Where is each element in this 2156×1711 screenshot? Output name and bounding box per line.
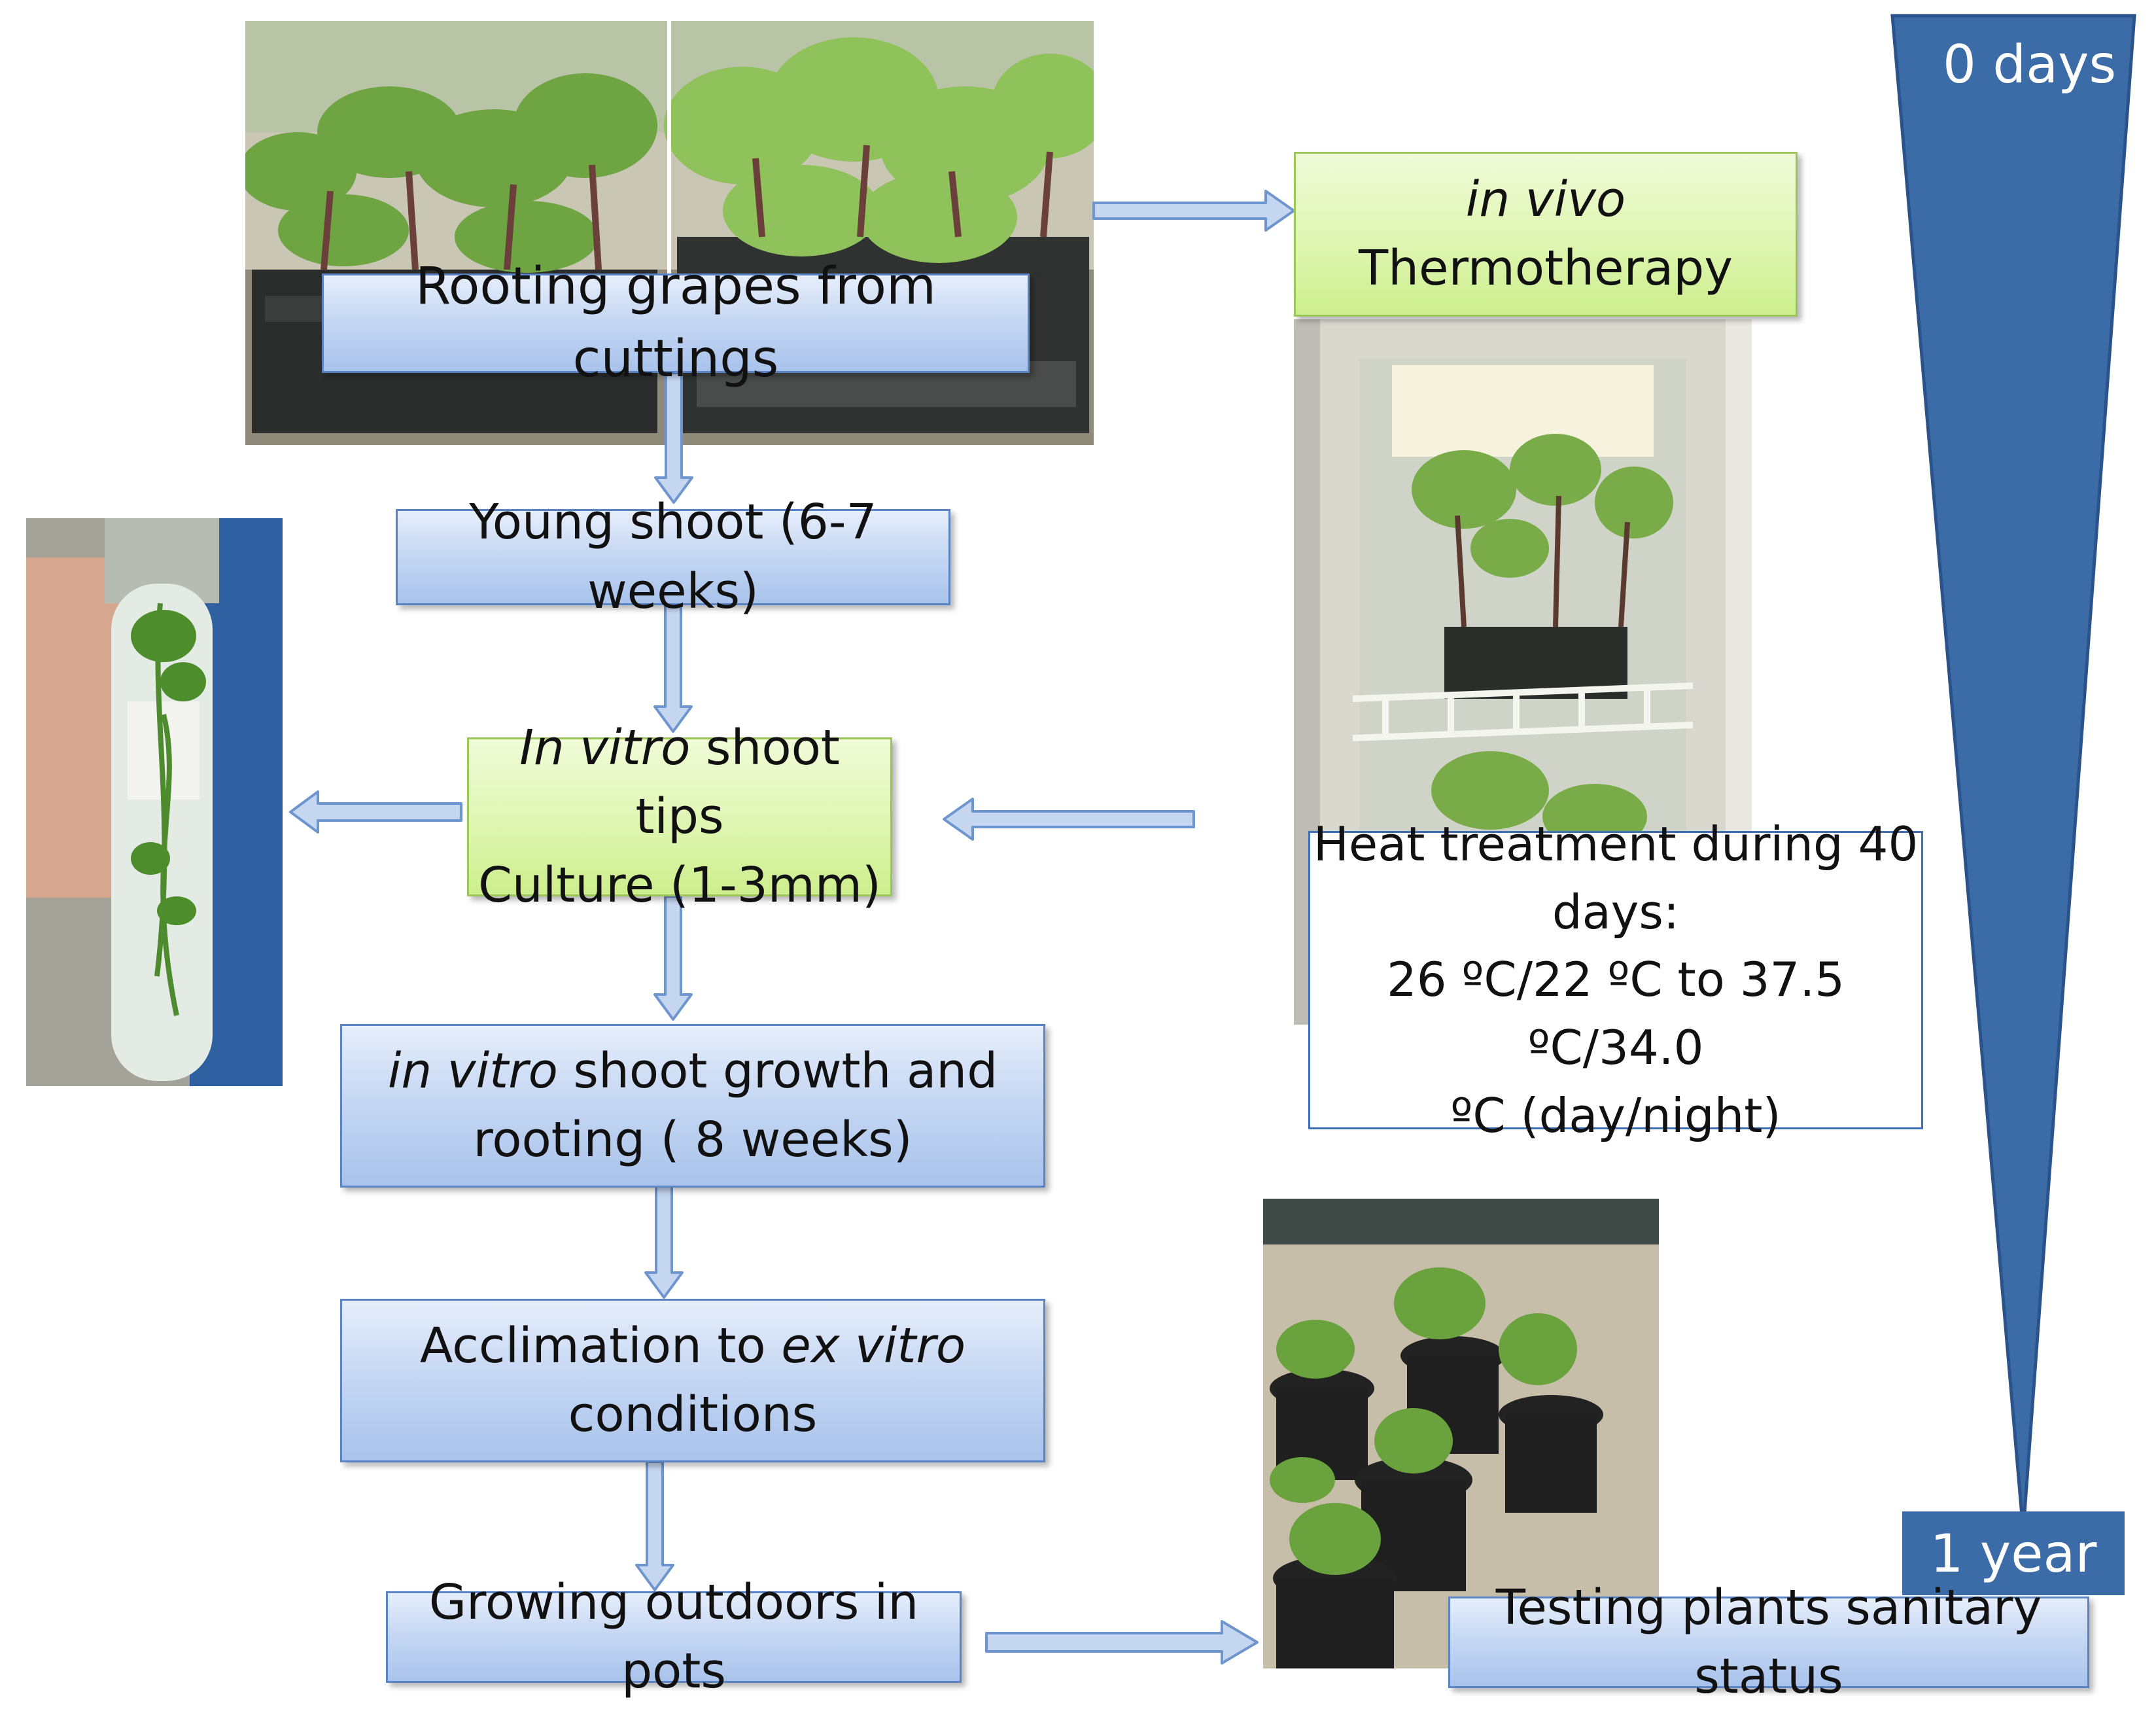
- acclimation-pre: Acclimation to: [419, 1317, 782, 1374]
- heat-treatment-box: Heat treatment during 40 days: 26 ºC/22 …: [1308, 817, 1923, 1143]
- potted-plants-photo: [1263, 1199, 1659, 1668]
- acclimation-line1: Acclimation to ex vitro: [420, 1312, 965, 1381]
- acclimation-line2: conditions: [568, 1386, 818, 1443]
- growth-line1: in vitro shoot growth and: [388, 1037, 998, 1106]
- arrow-acclimation-to-outdoors: [635, 1460, 674, 1591]
- in-vitro-tips-rest: shoot tips: [635, 719, 840, 845]
- arrow-young-shoot-to-tips: [653, 604, 693, 733]
- arrow-cuttings-to-in-vivo: [1092, 190, 1295, 232]
- rooting-label: Rooting grapes from cuttings: [415, 257, 936, 389]
- growth-rest: shoot growth and: [557, 1042, 998, 1099]
- timeline-end-label: 1 year: [1902, 1511, 2125, 1595]
- heat-line4: ºC (day/night): [1450, 1087, 1781, 1143]
- growth-line2: rooting ( 8 weeks): [473, 1112, 913, 1168]
- in-vitro-tips-italic: In vitro: [519, 719, 691, 776]
- testing-label: Testing plants sanitary status: [1495, 1579, 2042, 1704]
- arrow-thermotherapy-to-tips: [943, 798, 1195, 841]
- acclimation-italic: ex vitro: [781, 1317, 966, 1374]
- in-vivo-box: in vivo Thermotherapy: [1294, 152, 1798, 317]
- testing-box: Testing plants sanitary status: [1448, 1579, 2089, 1704]
- heat-line3: 26 ºC/22 ºC to 37.5 ºC/34.0: [1386, 952, 1845, 1075]
- in-vitro-tips-line1: In vitro shoot tips: [469, 714, 890, 851]
- heat-line2: days:: [1552, 884, 1680, 940]
- arrow-tips-to-growth: [653, 895, 693, 1021]
- outdoors-box: Growing outdoors in pots: [386, 1574, 962, 1699]
- growth-box: in vitro shoot growth and rooting ( 8 we…: [340, 1024, 1045, 1188]
- arrow-tips-to-tube: [289, 790, 462, 834]
- young-shoot-box: Young shoot (6-7 weeks): [396, 494, 950, 620]
- outdoors-label: Growing outdoors in pots: [428, 1574, 919, 1699]
- in-vivo-line2: Thermotherapy: [1358, 240, 1733, 296]
- growth-italic: in vitro: [387, 1042, 558, 1099]
- timeline-triangle: [1890, 14, 2136, 1532]
- in-vitro-tube-photo: [26, 518, 283, 1086]
- in-vivo-italic: in vivo: [1465, 171, 1626, 228]
- young-shoot-label: Young shoot (6-7 weeks): [469, 494, 877, 620]
- heat-line1: Heat treatment during 40: [1313, 816, 1919, 872]
- arrow-outdoors-to-pots: [985, 1620, 1259, 1665]
- arrow-rooting-to-young-shoot: [654, 372, 693, 504]
- arrow-growth-to-acclimation: [644, 1185, 684, 1299]
- in-vitro-tips-line2: Culture (1-3mm): [478, 857, 881, 914]
- in-vitro-tips-box: In vitro shoot tips Culture (1-3mm): [467, 720, 892, 913]
- timeline-end-text: 1 year: [1930, 1523, 2097, 1584]
- rooting-box: Rooting grapes from cuttings: [322, 257, 1030, 389]
- timeline-start-label: 0 days: [1943, 34, 2117, 95]
- in-vivo-line1: in vivo: [1466, 166, 1626, 234]
- acclimation-box: Acclimation to ex vitro conditions: [340, 1299, 1045, 1462]
